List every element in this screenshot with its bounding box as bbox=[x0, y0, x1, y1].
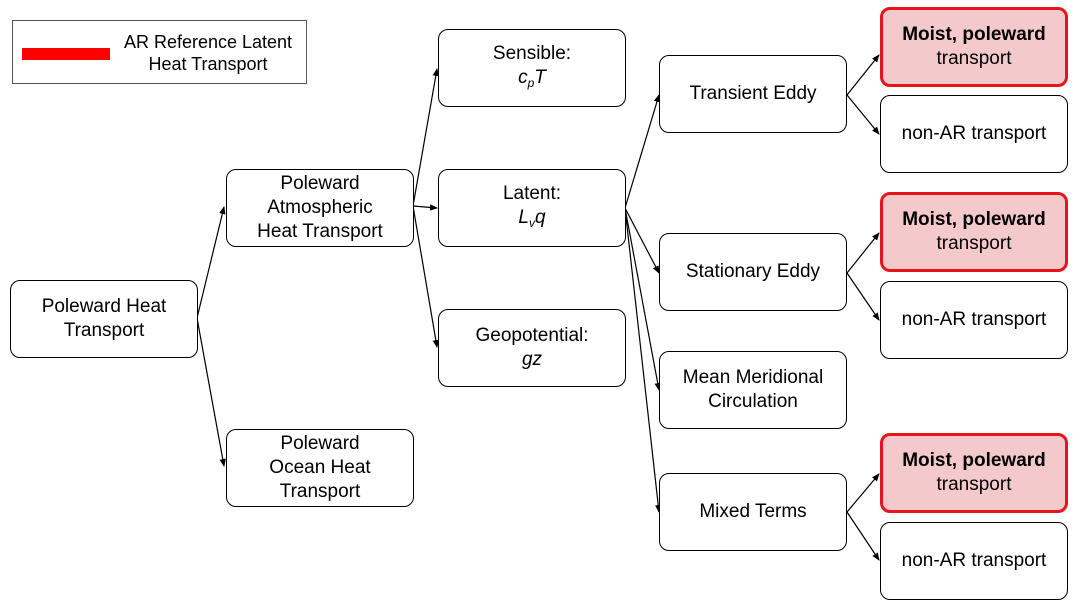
geopotential-formula: gz bbox=[521, 349, 543, 370]
node-label: non-AR transport bbox=[901, 309, 1047, 330]
arrow-mixed-nonar bbox=[846, 511, 880, 561]
arrow-transient-nonar bbox=[846, 94, 880, 135]
legend-label: AR Reference Latent Heat Transport bbox=[123, 32, 293, 74]
node-latent: Latent: Lvq bbox=[438, 169, 626, 247]
formula-rest: T bbox=[534, 66, 546, 88]
formula-subscript: v bbox=[529, 215, 535, 230]
node-non-ar-transport: non-AR transport bbox=[880, 522, 1068, 600]
node-label: Poleward Ocean Heat Transport bbox=[269, 433, 371, 502]
node-label: Mean Meridional Circulation bbox=[682, 367, 824, 412]
ar-label-bold: Moist, poleward bbox=[902, 450, 1046, 471]
node-label: Poleward Heat Transport bbox=[41, 296, 167, 341]
formula-base: c bbox=[518, 66, 528, 88]
node-moist-poleward-transport: Moist, poleward transport bbox=[880, 192, 1068, 272]
ar-label: transport bbox=[936, 48, 1012, 69]
arrow-stationary-ar bbox=[846, 232, 880, 274]
node-sensible: Sensible: cpT bbox=[438, 29, 626, 107]
arrow-mixed-ar bbox=[846, 473, 880, 513]
formula-subscript: p bbox=[527, 75, 535, 90]
arrow-latent-stationary bbox=[624, 207, 660, 274]
arrow-root-atmospheric bbox=[196, 206, 226, 319]
arrow-stationary-nonar bbox=[846, 272, 880, 321]
node-transient-eddy: Transient Eddy bbox=[659, 55, 847, 133]
ar-label: transport bbox=[936, 233, 1012, 254]
arrow-latent-mmc bbox=[624, 207, 661, 391]
node-label: Transient Eddy bbox=[689, 83, 817, 104]
arrow-atmospheric-geopotential bbox=[412, 205, 439, 348]
node-mixed-terms: Mixed Terms bbox=[659, 473, 847, 551]
legend: AR Reference Latent Heat Transport bbox=[12, 20, 307, 84]
node-moist-poleward-transport: Moist, poleward transport bbox=[880, 7, 1068, 87]
latent-title: Latent: bbox=[502, 182, 562, 204]
node-poleward-heat-transport: Poleward Heat Transport bbox=[10, 280, 198, 358]
node-stationary-eddy: Stationary Eddy bbox=[659, 233, 847, 311]
node-label: non-AR transport bbox=[901, 550, 1047, 571]
arrow-root-ocean bbox=[196, 317, 226, 467]
node-label: Mixed Terms bbox=[699, 501, 807, 522]
ar-label-bold: Moist, poleward bbox=[902, 209, 1046, 230]
node-non-ar-transport: non-AR transport bbox=[880, 95, 1068, 173]
formula-base: L bbox=[518, 206, 529, 228]
arrow-latent-mixed bbox=[624, 207, 662, 513]
node-label: non-AR transport bbox=[901, 123, 1047, 144]
sensible-title: Sensible: bbox=[492, 42, 572, 64]
node-label: Stationary Eddy bbox=[685, 261, 821, 282]
arrow-atmospheric-sensible bbox=[412, 68, 439, 207]
node-atmospheric-heat-transport: Poleward Atmospheric Heat Transport bbox=[226, 169, 414, 247]
node-non-ar-transport: non-AR transport bbox=[880, 281, 1068, 359]
ar-label-bold: Moist, poleward bbox=[902, 24, 1046, 45]
formula-rest: q bbox=[535, 206, 546, 228]
node-geopotential: Geopotential: gz bbox=[438, 309, 626, 387]
arrow-atmospheric-latent bbox=[412, 204, 438, 211]
latent-formula: Lvq bbox=[518, 206, 545, 235]
arrow-latent-transient bbox=[624, 94, 661, 209]
ar-label: transport bbox=[936, 474, 1012, 495]
node-mean-meridional-circulation: Mean Meridional Circulation bbox=[659, 351, 847, 429]
sensible-formula: cpT bbox=[518, 66, 546, 95]
node-ocean-heat-transport: Poleward Ocean Heat Transport bbox=[226, 429, 414, 507]
node-label: Poleward Atmospheric Heat Transport bbox=[257, 173, 383, 242]
legend-swatch bbox=[22, 48, 110, 60]
arrow-transient-ar bbox=[846, 54, 880, 96]
geopotential-title: Geopotential: bbox=[475, 325, 589, 346]
node-moist-poleward-transport: Moist, poleward transport bbox=[880, 433, 1068, 513]
